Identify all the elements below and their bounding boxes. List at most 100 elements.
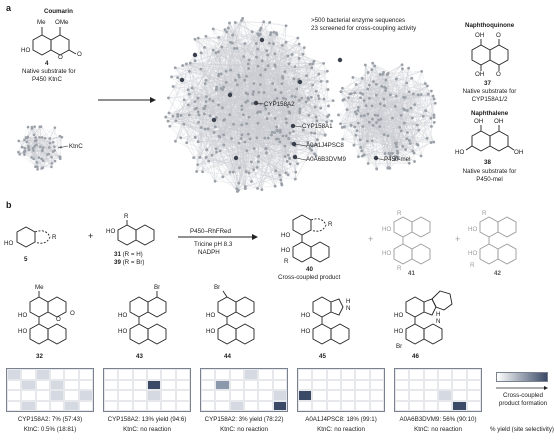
network-edge: [177, 77, 211, 116]
network-node: [263, 136, 267, 140]
network-edge: [233, 83, 273, 173]
network-edge: [229, 43, 233, 173]
network-node: [408, 142, 412, 145]
network-edge: [365, 65, 398, 154]
network-edge: [372, 140, 406, 150]
network-edge: [215, 63, 249, 128]
network-edge: [222, 107, 290, 112]
network-edge: [198, 138, 251, 142]
network-edge: [385, 88, 419, 146]
network-edge: [374, 65, 428, 87]
network-edge: [374, 115, 379, 121]
network-edge: [196, 32, 275, 172]
network-edge: [367, 119, 373, 142]
network-edge: [198, 141, 292, 144]
network-edge: [204, 108, 259, 112]
network-edge: [396, 143, 398, 152]
network-edge: [196, 51, 219, 172]
network-node: [370, 139, 374, 143]
network-edge: [208, 128, 287, 173]
network-node: [255, 165, 259, 169]
network-edge: [49, 137, 62, 139]
network-node: [416, 143, 420, 147]
network-node: [222, 85, 226, 89]
network-edge: [219, 119, 225, 138]
network-edge: [212, 100, 223, 108]
network-edge: [365, 64, 422, 95]
network-edge: [180, 126, 277, 138]
network-edge: [285, 99, 296, 173]
network-edge: [373, 78, 412, 82]
network-node: [293, 177, 297, 181]
network-edge: [33, 134, 55, 151]
network-node: [246, 132, 250, 136]
network-node: [410, 116, 414, 120]
network-edge: [342, 108, 404, 128]
network-edge: [33, 140, 37, 159]
network-edge: [196, 108, 204, 172]
network-node: [213, 125, 217, 129]
heatmap-cell: [437, 400, 453, 411]
network-edge: [257, 143, 292, 189]
network-edge: [196, 138, 279, 172]
network-edge: [412, 117, 413, 152]
network-edge: [233, 21, 264, 173]
network-edge: [365, 65, 388, 169]
network-edge: [371, 86, 382, 141]
network-edge: [181, 115, 215, 133]
network-edge: [41, 161, 56, 169]
network-edge: [431, 96, 434, 127]
network-edge: [358, 123, 397, 147]
network-edge: [352, 77, 370, 86]
network-edge: [253, 103, 276, 187]
network-edge: [35, 137, 46, 139]
product42-ho-bottom: HO: [468, 250, 478, 257]
network-edge: [35, 162, 38, 167]
network-node: [297, 98, 301, 102]
network-edge: [361, 115, 365, 151]
network-edge: [195, 98, 199, 138]
network-edge: [254, 71, 328, 149]
network-edge: [237, 21, 264, 85]
network-node: [208, 98, 212, 101]
network-node: [386, 166, 390, 170]
network-edge: [258, 60, 263, 112]
network-node: [270, 133, 273, 137]
network-edge: [340, 91, 368, 142]
network-edge: [347, 94, 429, 110]
network-node: [217, 74, 220, 78]
network-edge: [24, 138, 50, 153]
network-edge: [374, 115, 391, 157]
network-node: [416, 93, 420, 97]
network-edge: [290, 71, 328, 165]
network-edge: [380, 80, 387, 104]
network-edge: [235, 22, 315, 62]
network-node: [279, 178, 283, 182]
highlighted-enzyme-node: [179, 77, 185, 83]
network-edge: [355, 111, 385, 135]
network-edge: [260, 34, 270, 44]
network-edge: [172, 111, 261, 117]
network-edge: [246, 76, 294, 144]
network-edge: [213, 28, 266, 109]
network-edge: [364, 78, 412, 116]
network-edge: [186, 63, 222, 74]
network-edge: [214, 80, 236, 182]
network-edge: [223, 27, 229, 88]
network-edge: [23, 126, 40, 153]
network-edge: [218, 37, 231, 71]
network-edge: [380, 119, 432, 127]
network-edge: [22, 146, 49, 154]
network-node: [264, 147, 268, 151]
network-node: [322, 61, 326, 65]
network-edge: [354, 122, 377, 128]
network-edge: [208, 160, 281, 181]
network-edge: [257, 33, 299, 80]
heatmap-cell: [326, 390, 341, 401]
network-edge: [226, 71, 296, 146]
network-edge: [248, 59, 294, 132]
network-node: [415, 123, 419, 127]
network-node: [327, 113, 331, 117]
heatmap-cell: [7, 400, 22, 411]
network-node: [33, 139, 37, 143]
